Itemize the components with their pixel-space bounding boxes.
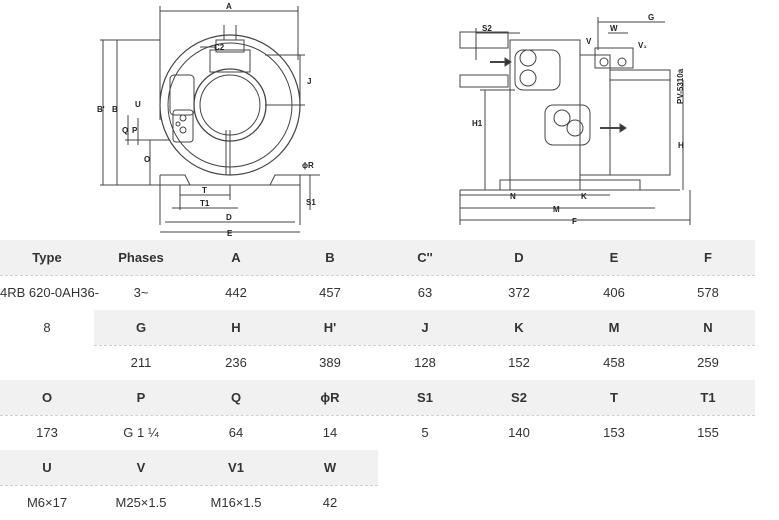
table-cell: 152 — [508, 355, 530, 370]
table-cell: 442 — [225, 285, 247, 300]
table-cell: M6×17 — [26, 495, 68, 510]
dim-label-H1: H1 — [472, 119, 483, 128]
table-cell: 173 — [36, 425, 58, 440]
table-cell: C'' — [417, 250, 433, 265]
dim-label-C2: C2 — [214, 43, 225, 52]
table-cell: 153 — [603, 425, 625, 440]
dim-label-U: U — [135, 100, 141, 109]
table-row: 173 G 1 ¼ 64 14 5 140 153 155 — [0, 415, 755, 450]
table-cell: 457 — [319, 285, 341, 300]
side-view-drawing — [100, 6, 320, 233]
dim-label-Q: Q — [122, 126, 128, 135]
table-cell: 5 — [421, 425, 429, 440]
dim-label-V: V — [586, 37, 592, 46]
table-cell: 63 — [417, 285, 433, 300]
table-cell: G 1 ¼ — [123, 425, 159, 440]
table-cell: V — [136, 460, 146, 475]
table-cell: 211 — [130, 355, 152, 370]
table-cell: ϕR — [320, 390, 340, 405]
table-cell: 259 — [697, 355, 719, 370]
dim-label-B: B — [112, 105, 118, 114]
table-cell: 372 — [508, 285, 530, 300]
dim-label-W: W — [610, 24, 618, 33]
table-cell: S2 — [511, 390, 527, 405]
dim-label-O: O — [144, 155, 150, 164]
table-cell: W — [323, 460, 337, 475]
dim-label-B-prime: B' — [97, 105, 105, 114]
front-view-drawing — [459, 17, 691, 225]
table-cell: S1 — [417, 390, 433, 405]
table-cell: 14 — [322, 425, 338, 440]
model-label: PV-5310a — [676, 68, 685, 104]
table-cell: K — [514, 320, 524, 335]
dim-label-N: N — [510, 192, 516, 201]
dim-label-E: E — [227, 229, 233, 238]
table-cell: D — [514, 250, 524, 265]
dim-label-G: G — [648, 13, 654, 22]
table-cell: T1 — [700, 390, 716, 405]
table-row: 211 236 389 128 152 458 259 — [0, 345, 755, 380]
table-cell: G — [135, 320, 147, 335]
table-cell: 458 — [603, 355, 625, 370]
table-cell: T — [610, 390, 618, 405]
table-cell: 128 — [414, 355, 436, 370]
table-cell: 4RB 620-0AH36- — [0, 285, 99, 300]
table-cell: M25×1.5 — [115, 495, 167, 510]
dim-label-T: T — [202, 186, 207, 195]
dim-label-M: M — [553, 205, 560, 214]
table-cell: P — [136, 390, 146, 405]
table-cell: U — [42, 460, 52, 475]
dim-label-T1: T1 — [200, 199, 210, 208]
dim-label-V1: V₁ — [638, 41, 647, 50]
table-cell: 578 — [697, 285, 719, 300]
table-cell: Phases — [118, 250, 164, 265]
table-row: 4RB 620-0AH36- 3~ 442 457 63 372 406 578 — [0, 275, 755, 310]
table-row: 8 G H H' J K M N — [0, 310, 755, 345]
table-cell: M — [608, 320, 620, 335]
dim-label-P: P — [132, 126, 138, 135]
table-cell: Q — [230, 390, 242, 405]
table-cell: 236 — [225, 355, 247, 370]
dim-label-D: D — [226, 213, 232, 222]
table-row: Type Phases A B C'' D E F — [0, 240, 755, 275]
table-cell: V1 — [228, 460, 244, 475]
table-cell: O — [41, 390, 53, 405]
table-cell: H — [231, 320, 241, 335]
dim-label-A: A — [226, 2, 232, 11]
table-cell: F — [704, 250, 712, 265]
table-cell: E — [609, 250, 619, 265]
table-cell: 64 — [228, 425, 244, 440]
table-cell: 140 — [508, 425, 530, 440]
table-cell: M16×1.5 — [210, 495, 262, 510]
table-cell: Type — [32, 250, 62, 265]
dim-label-H: H — [678, 141, 684, 150]
table-cell: 8 — [0, 310, 94, 345]
technical-drawing: A C2 J U Q P O B' B ϕR S1 T T1 D E S2 G … — [97, 2, 691, 238]
table-cell: 389 — [319, 355, 341, 370]
table-cell: 3~ — [133, 285, 149, 300]
dim-label-J: J — [307, 77, 311, 86]
table-cell: 406 — [603, 285, 625, 300]
table-cell: N — [703, 320, 713, 335]
table-cell: B — [325, 250, 335, 265]
table-row: O P Q ϕR S1 S2 T T1 — [0, 380, 755, 415]
dim-label-R: ϕR — [302, 161, 314, 170]
dim-label-F: F — [572, 217, 577, 226]
dim-label-S2: S2 — [482, 24, 492, 33]
table-cell — [0, 345, 94, 380]
table-cell: 155 — [697, 425, 719, 440]
table-cell: 42 — [322, 495, 338, 510]
table-row: U V V1 W — [0, 450, 378, 485]
dim-label-S1: S1 — [306, 198, 316, 207]
table-row: M6×17 M25×1.5 M16×1.5 42 — [0, 485, 378, 520]
table-cell: J — [421, 320, 429, 335]
table-cell: H' — [323, 320, 337, 335]
dim-label-K: K — [581, 192, 587, 201]
table-cell: A — [231, 250, 241, 265]
